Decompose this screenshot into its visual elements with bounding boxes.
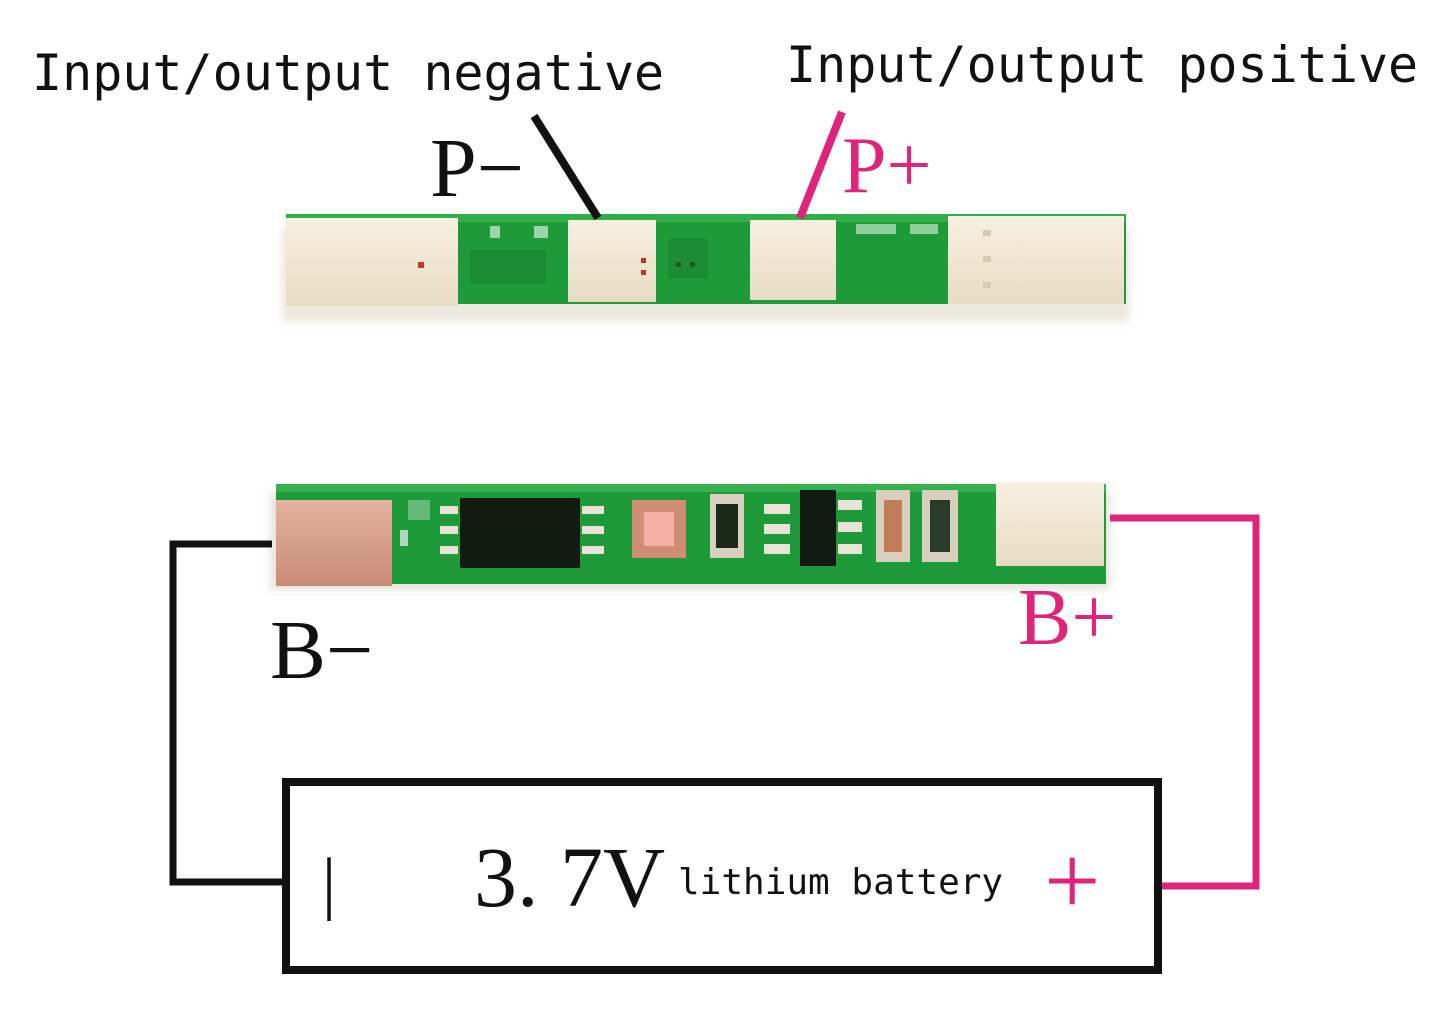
chip-mosfet [800, 490, 836, 566]
battery-description-label: lithium battery [678, 862, 1003, 903]
negative-wire [169, 540, 284, 886]
battery-minus-symbol: | [322, 845, 336, 922]
pcb-bottom-substrate [276, 484, 1106, 584]
positive-wire [1110, 514, 1260, 890]
b-minus-label: B− [270, 604, 373, 697]
pcb-top-side [282, 214, 1130, 322]
pad-b-minus [276, 500, 392, 586]
pad-top-left [286, 218, 458, 306]
pad-b-plus [996, 482, 1104, 566]
pad-top-right [948, 216, 1124, 304]
positive-terminal-caption: Input/output positive [786, 36, 1418, 94]
p-minus-label: P− [430, 122, 524, 215]
p-plus-label: P+ [842, 122, 932, 210]
battery-outline [282, 778, 1162, 974]
pad-p-plus [750, 220, 836, 300]
negative-terminal-caption: Input/output negative [32, 44, 664, 102]
b-plus-label: B+ [1018, 574, 1116, 662]
chip-protection-ic [460, 498, 580, 568]
p-plus-leader [796, 110, 846, 220]
battery-voltage-label: 3. 7V [474, 829, 665, 925]
p-minus-leader [530, 113, 602, 221]
pcb-bottom-side [270, 482, 1110, 590]
battery-plus-symbol: + [1044, 825, 1100, 936]
